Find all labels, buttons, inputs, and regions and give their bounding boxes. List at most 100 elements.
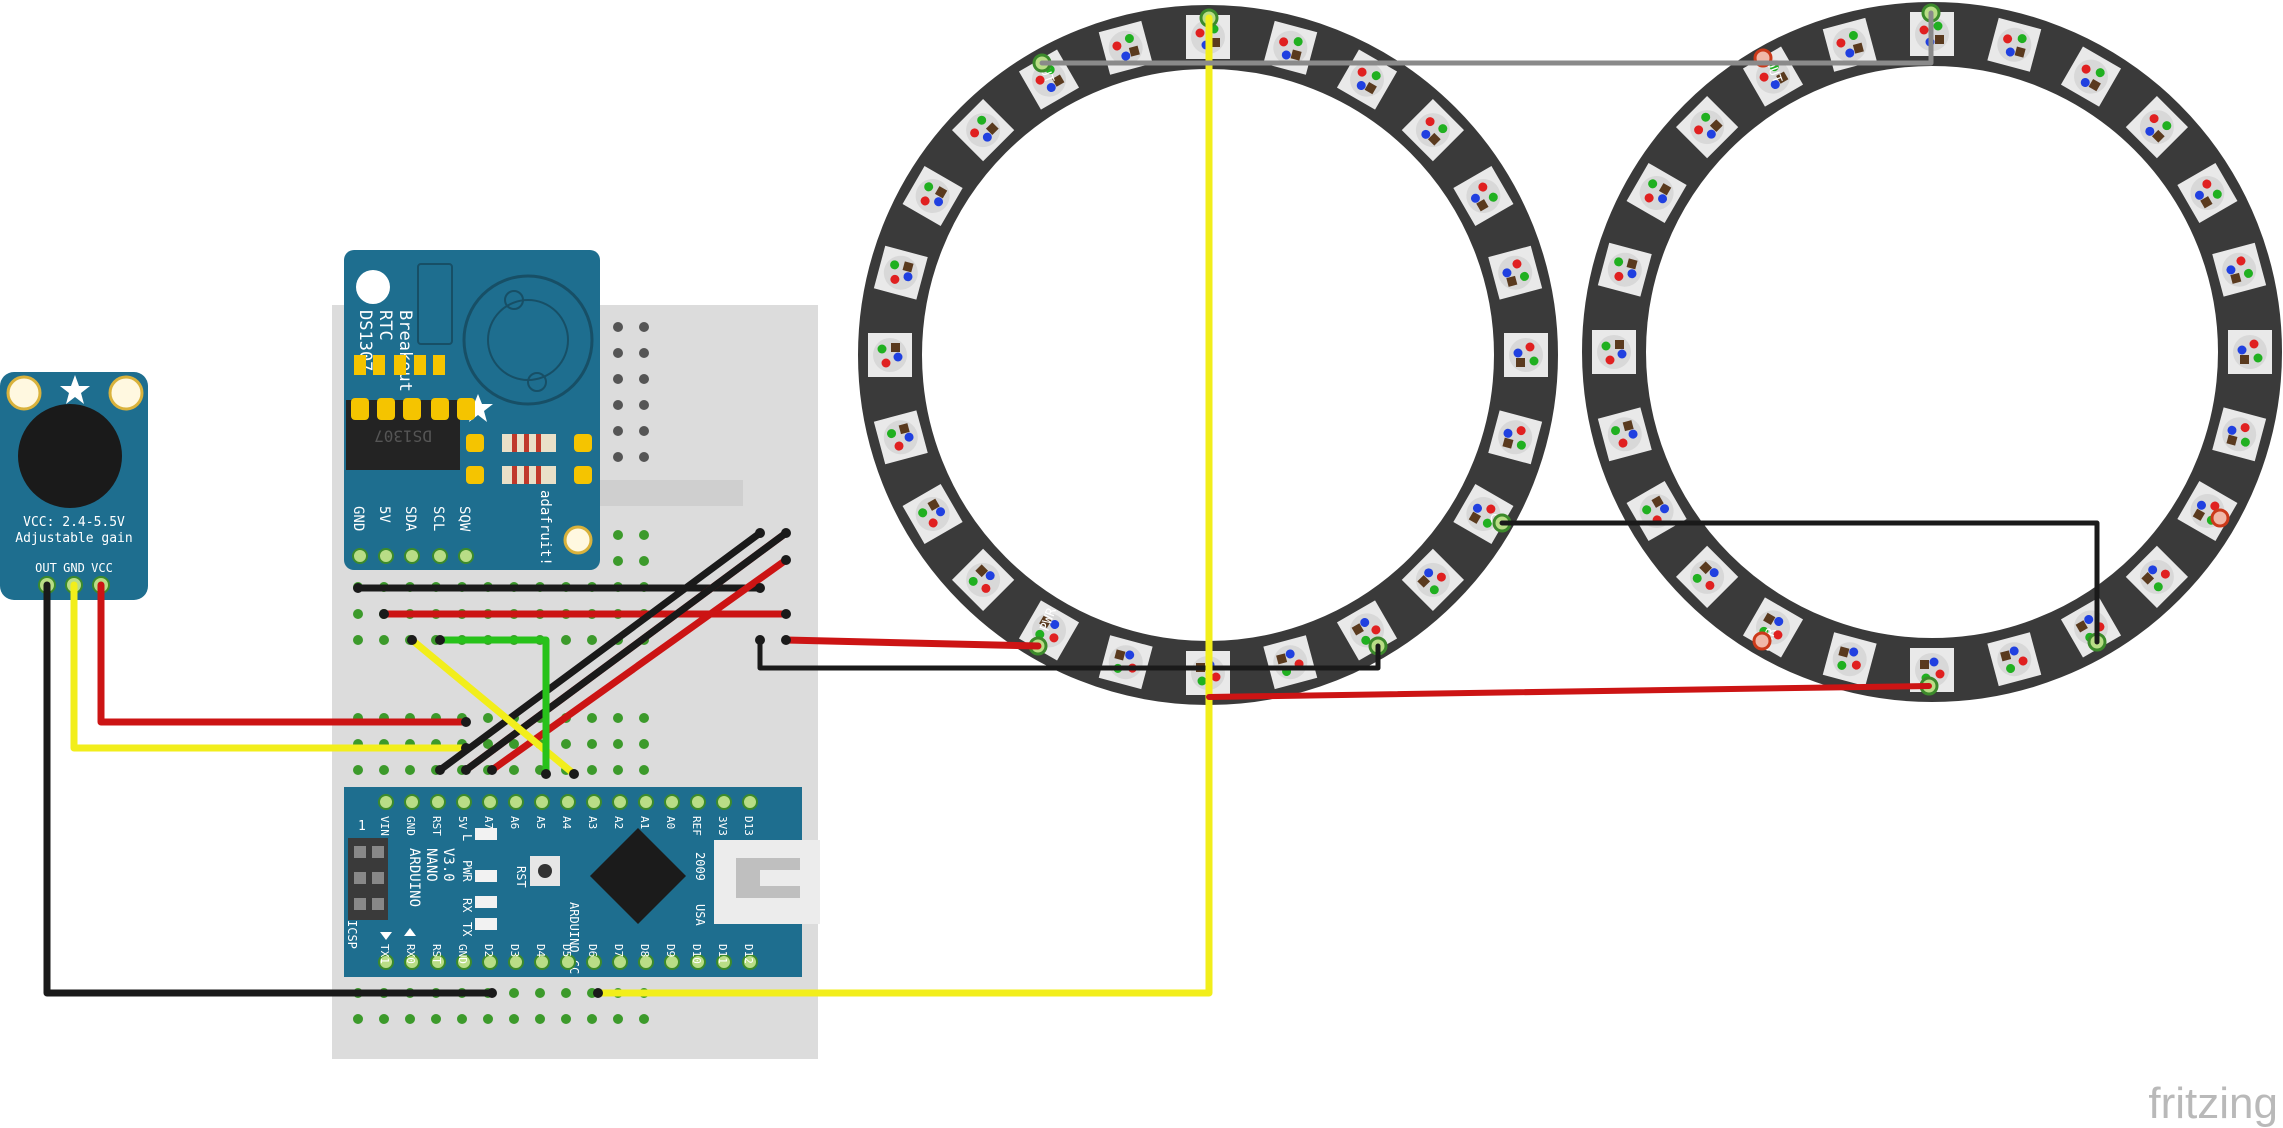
breadboard-hole [483,739,493,749]
led-blue-die [1845,48,1855,58]
rtc-chip-label: DS1307 [374,427,432,446]
rtc-crystal [417,263,453,345]
breadboard-hole [613,765,623,775]
neopixel-led [1987,17,2042,72]
rtc-pin [404,548,420,564]
nano-pin-label-top: A3 [586,816,599,829]
nano-pin-bottom [378,954,394,970]
led-lens [883,420,918,455]
led-driver [1626,258,1638,270]
led-red-die [1836,38,1846,48]
led-blue-die [1050,619,1060,629]
led-red-die [1425,117,1435,127]
mic-voltage-label: VCC: 2.4-5.5V [23,515,125,530]
led-red-die [1371,625,1381,635]
wire-end [781,555,791,565]
nano-led-label-l: L [460,834,474,841]
led-driver [1114,649,1126,661]
led-green-die [1516,440,1526,450]
nano-pin1-marker-icon [404,928,416,936]
mic-gain-label: Adjustable gain [15,531,132,546]
led-green-die [877,344,887,354]
led-red-die [2003,34,2013,44]
led-red-die [1644,193,1654,203]
led-green-die [1293,37,1303,47]
neopixel-led [1488,410,1543,465]
led-driver [1852,42,1864,54]
breadboard-hole [509,1014,519,1024]
wire-mic-gnd-yellow [70,581,470,752]
led-green-die [1692,573,1702,583]
led-green-die [1601,341,1611,351]
led-driver [1516,358,1525,367]
nano-pin-label-bottom: D8 [638,944,651,957]
nano-pin-label-top: A7 [482,816,495,829]
led-blue-die [934,197,944,207]
wire-end [593,988,603,998]
led-blue-die [1472,503,1482,513]
rtc-pin-label: SQW [456,506,472,532]
breadboard-hole [613,426,623,436]
breadboard-hole [613,322,623,332]
breadboard-hole [379,1014,389,1024]
breadboard-hole [613,452,623,462]
led-green-die [2243,268,2253,278]
rtc-battery-contact [504,290,524,310]
led-red-die [970,128,980,138]
led-driver [891,343,900,352]
wire-end [755,583,765,593]
breadboard-hole [639,739,649,749]
led-red-die [1035,75,1045,85]
breadboard-hole [639,530,649,540]
nano-pin-top [404,794,420,810]
led-green-die [887,429,897,439]
nano-pin-bottom [456,954,472,970]
nano-pin-top [560,794,576,810]
rtc-pin-pad [351,398,369,420]
led-blue-die [1470,193,1480,203]
neopixel-led [1822,632,1877,687]
breadboard-hole [509,739,519,749]
nano-pin-bottom [638,954,654,970]
wire-end [781,528,791,538]
led-green-die [1482,518,1492,528]
led-green-die [2162,121,2172,131]
nano-pin-top [378,794,394,810]
led-red-die [1486,504,1496,514]
nano-led-label-rx: RX [460,898,474,913]
led-red-die [1357,67,1367,77]
neopixel-led [1597,407,1652,462]
led-green-die [1361,635,1371,645]
rtc-pin-label: SCL [430,506,446,531]
led-driver [2230,272,2242,284]
nano-pin-top [612,794,628,810]
led-driver [1615,340,1624,349]
breadboard-hole [405,1014,415,1024]
rtc-pad [354,355,366,375]
led-driver [1622,420,1634,432]
led-driver [1052,74,1065,87]
breadboard-hole [379,635,389,645]
led-driver [1838,646,1850,658]
led-blue-die [1706,129,1716,139]
nano-pin-top [664,794,680,810]
rtc-battery-contact [527,372,547,392]
nano-icsp-number: 1 [358,819,366,834]
led-green-die [2095,68,2105,78]
breadboard-hole [613,530,623,540]
led-lens [1607,417,1642,452]
nano-pin-bottom [612,954,628,970]
nano-pin-bottom [664,954,680,970]
nano-pin-label-bottom: D12 [742,944,755,964]
wire-diag-black [436,529,764,774]
neopixel-led [951,98,1015,162]
nano-pin-label-bottom: D5 [560,944,573,957]
led-red-die [1694,125,1704,135]
rtc-mount-hole-small [563,525,593,555]
nano-led-l [475,828,497,840]
led-red-die [1851,660,1861,670]
nano-pin-top [742,794,758,810]
led-driver [898,423,910,435]
led-green-die [1429,585,1439,595]
rtc-pin [458,548,474,564]
